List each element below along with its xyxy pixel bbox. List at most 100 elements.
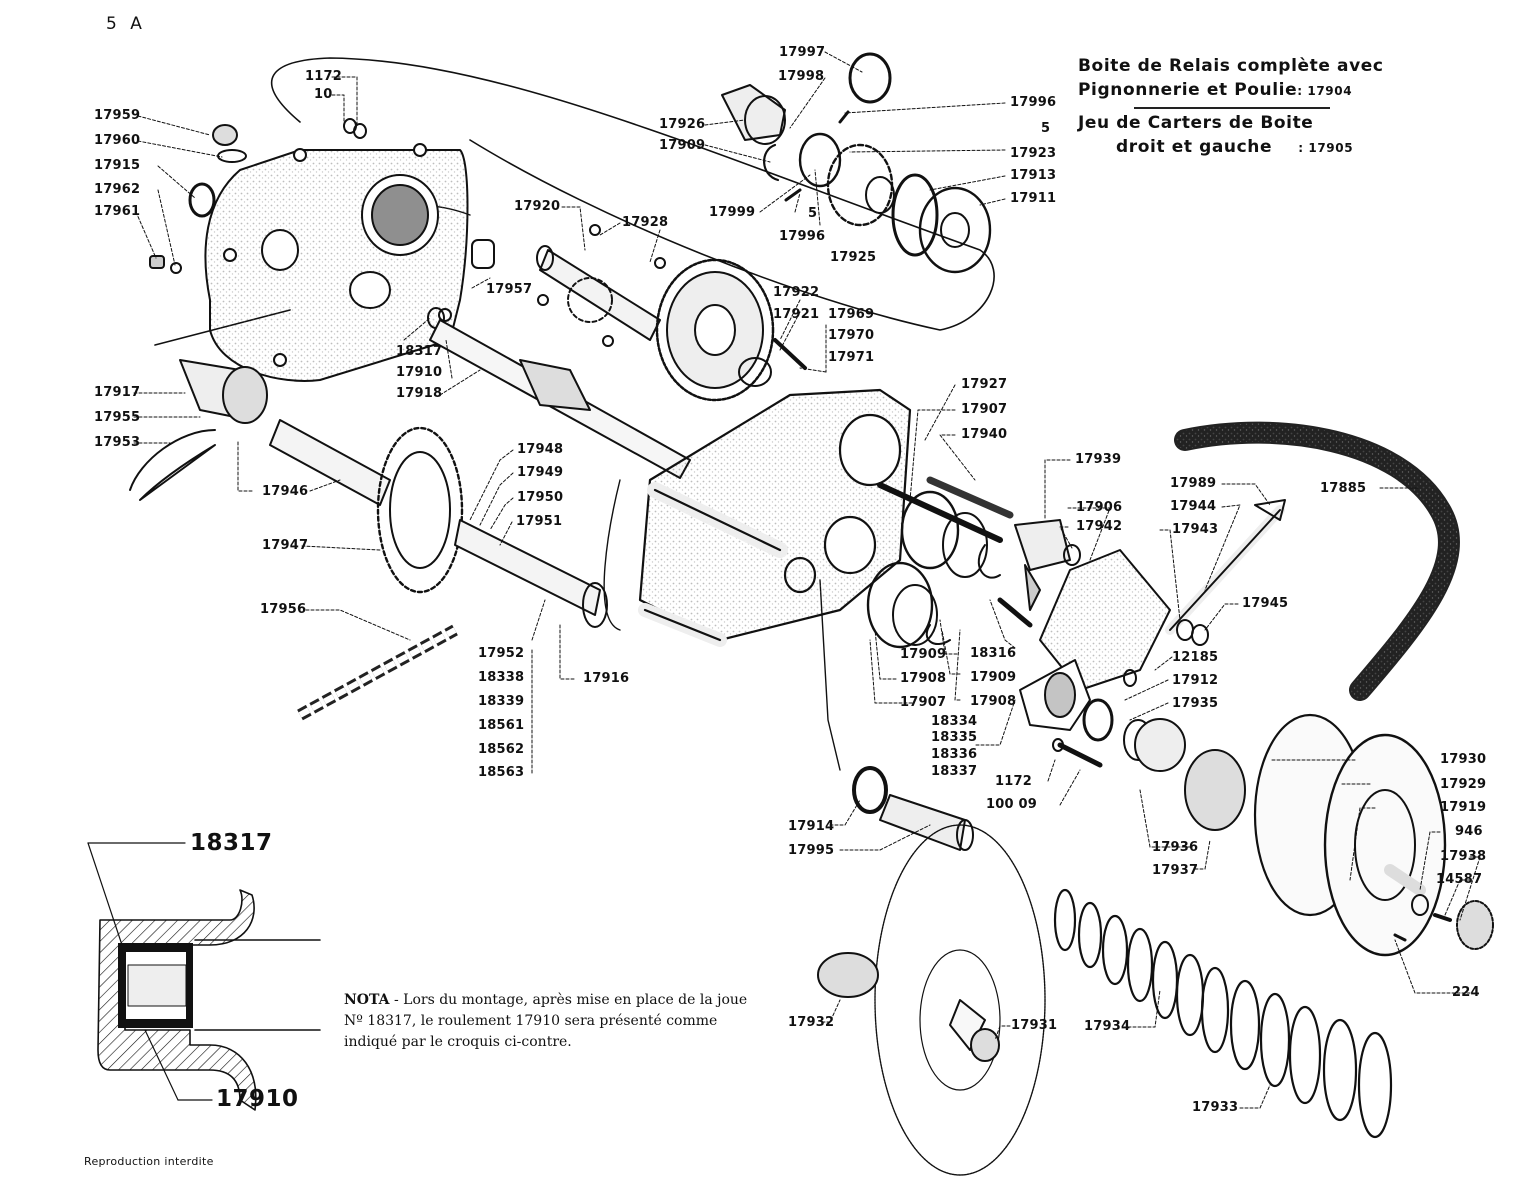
- part-label: 17931: [1011, 1018, 1058, 1033]
- part-label: 5: [808, 206, 818, 221]
- part-label: 17929: [1440, 777, 1487, 792]
- assembly-arrow-mid: [603, 479, 621, 631]
- part-label: 17907: [900, 695, 947, 710]
- part-label: 224: [1452, 985, 1480, 1000]
- part-label: 17923: [1010, 146, 1057, 161]
- part-label: 17940: [961, 427, 1008, 442]
- selector-and-cover: [997, 499, 1286, 768]
- part-label: 17930: [1440, 752, 1487, 767]
- seal-and-sleeve: [852, 766, 974, 851]
- part-label: 17970: [828, 328, 875, 343]
- part-label: 17960: [94, 133, 141, 148]
- part-label: 17932: [788, 1015, 835, 1030]
- part-label: 100 09: [986, 797, 1037, 812]
- part-label: 17971: [828, 350, 875, 365]
- part-label: 17933: [1192, 1100, 1239, 1115]
- assembly-title-block: Boite de Relais complète avec Pignonneri…: [1078, 54, 1384, 160]
- part-label: 17919: [1440, 800, 1487, 815]
- countershaft-assembly: [536, 224, 807, 402]
- part-label: 17921: [773, 307, 820, 322]
- part-label: 17957: [486, 282, 533, 297]
- lower-pulley-disc: [817, 824, 1046, 1176]
- bearings-and-circlips: [866, 476, 1014, 649]
- part-label: 17996: [1010, 95, 1057, 110]
- part-label: 17909: [970, 670, 1017, 685]
- part-label: 17908: [970, 694, 1017, 709]
- part-label: 1172: [305, 69, 342, 84]
- part-label: 17917: [94, 385, 141, 400]
- part-label: 18561: [478, 718, 525, 733]
- part-label: 17914: [788, 819, 835, 834]
- leader-lines: [133, 51, 1481, 1109]
- part-label: 18316: [970, 646, 1017, 661]
- part-label: 17938: [1440, 849, 1487, 864]
- part-label: 18338: [478, 670, 525, 685]
- small-parts-top-left: [149, 118, 495, 329]
- part-label: 946: [1455, 824, 1483, 839]
- part-label: 17909: [659, 138, 706, 153]
- part-label: 17996: [779, 229, 826, 244]
- part-label: 17969: [828, 307, 875, 322]
- part-label: 18337: [931, 764, 978, 779]
- part-label: 18336: [931, 747, 978, 762]
- page-number: 5 A: [106, 14, 146, 34]
- top-right-sprocket-group: [721, 52, 992, 274]
- spring-17934: [1053, 888, 1393, 1139]
- title-line-2: Pignonnerie et Poulie: 17904: [1078, 78, 1384, 103]
- part-label: 18317: [396, 344, 443, 359]
- part-label: 17926: [659, 117, 706, 132]
- assembly-arrow-down: [819, 579, 841, 771]
- part-label: 17916: [583, 671, 630, 686]
- part-label: 17946: [262, 484, 309, 499]
- part-label: 18339: [478, 694, 525, 709]
- title-line-1: Boite de Relais complète avec: [1078, 56, 1384, 76]
- left-case-half: [204, 143, 469, 382]
- part-label: 17997: [779, 45, 826, 60]
- part-label: 17922: [773, 285, 820, 300]
- part-label: 17962: [94, 182, 141, 197]
- reproduction-notice: Reproduction interdite: [84, 1155, 214, 1168]
- part-label: 17947: [262, 538, 309, 553]
- title-line-4-number: : 17905: [1298, 141, 1354, 155]
- detail-label-bottom: 17910: [216, 1086, 299, 1112]
- title-line-4-text: droit et gauche: [1116, 137, 1273, 157]
- part-label: 17908: [900, 671, 947, 686]
- part-label: 17906: [1076, 500, 1123, 515]
- part-label: 17942: [1076, 519, 1123, 534]
- chain-17956: [297, 624, 458, 721]
- part-label: 17925: [830, 250, 877, 265]
- part-label: 17959: [94, 108, 141, 123]
- part-label: 17944: [1170, 499, 1217, 514]
- title-line-3: Jeu de Carters de Boite: [1078, 113, 1314, 133]
- part-label: 10: [314, 87, 333, 102]
- part-label: 18562: [478, 742, 525, 757]
- part-label: 18335: [931, 730, 978, 745]
- part-label: 1172: [995, 774, 1032, 789]
- part-label: 17913: [1010, 168, 1057, 183]
- part-label: 18334: [931, 714, 978, 729]
- detail-cross-section: [87, 842, 321, 1111]
- part-label: 17995: [788, 843, 835, 858]
- part-label: 17912: [1172, 673, 1219, 688]
- part-label: 17989: [1170, 476, 1217, 491]
- part-label: 18563: [478, 765, 525, 780]
- part-label: 17943: [1172, 522, 1219, 537]
- part-label: 17998: [778, 69, 825, 84]
- part-label: 17999: [709, 205, 756, 220]
- kickstart-shaft-group: [129, 359, 608, 628]
- part-label: 17936: [1152, 840, 1199, 855]
- part-label: 17961: [94, 204, 141, 219]
- part-label: 17948: [517, 442, 564, 457]
- note-prefix: NOTA: [344, 992, 390, 1008]
- part-label: 17952: [478, 646, 525, 661]
- part-label: 17928: [622, 215, 669, 230]
- part-label: 12185: [1172, 650, 1219, 665]
- part-label: 17918: [396, 386, 443, 401]
- part-label: 17934: [1084, 1019, 1131, 1034]
- part-label: 17955: [94, 410, 141, 425]
- variator-pulley: [1134, 713, 1494, 957]
- part-label: 17935: [1172, 696, 1219, 711]
- part-label: 17920: [514, 199, 561, 214]
